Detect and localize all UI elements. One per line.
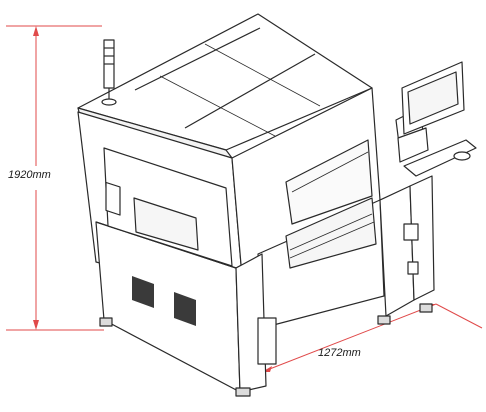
height-dimension bbox=[6, 25, 104, 331]
feet bbox=[99, 303, 433, 397]
machine-body bbox=[77, 13, 477, 397]
vent-grilles bbox=[132, 276, 196, 326]
operator-station bbox=[379, 107, 435, 317]
keyboard-tray bbox=[403, 139, 477, 177]
monitor bbox=[401, 61, 465, 135]
width-label: 1272mm bbox=[318, 347, 361, 359]
height-label: 1920mm bbox=[8, 169, 51, 181]
signal-tower bbox=[101, 39, 117, 106]
